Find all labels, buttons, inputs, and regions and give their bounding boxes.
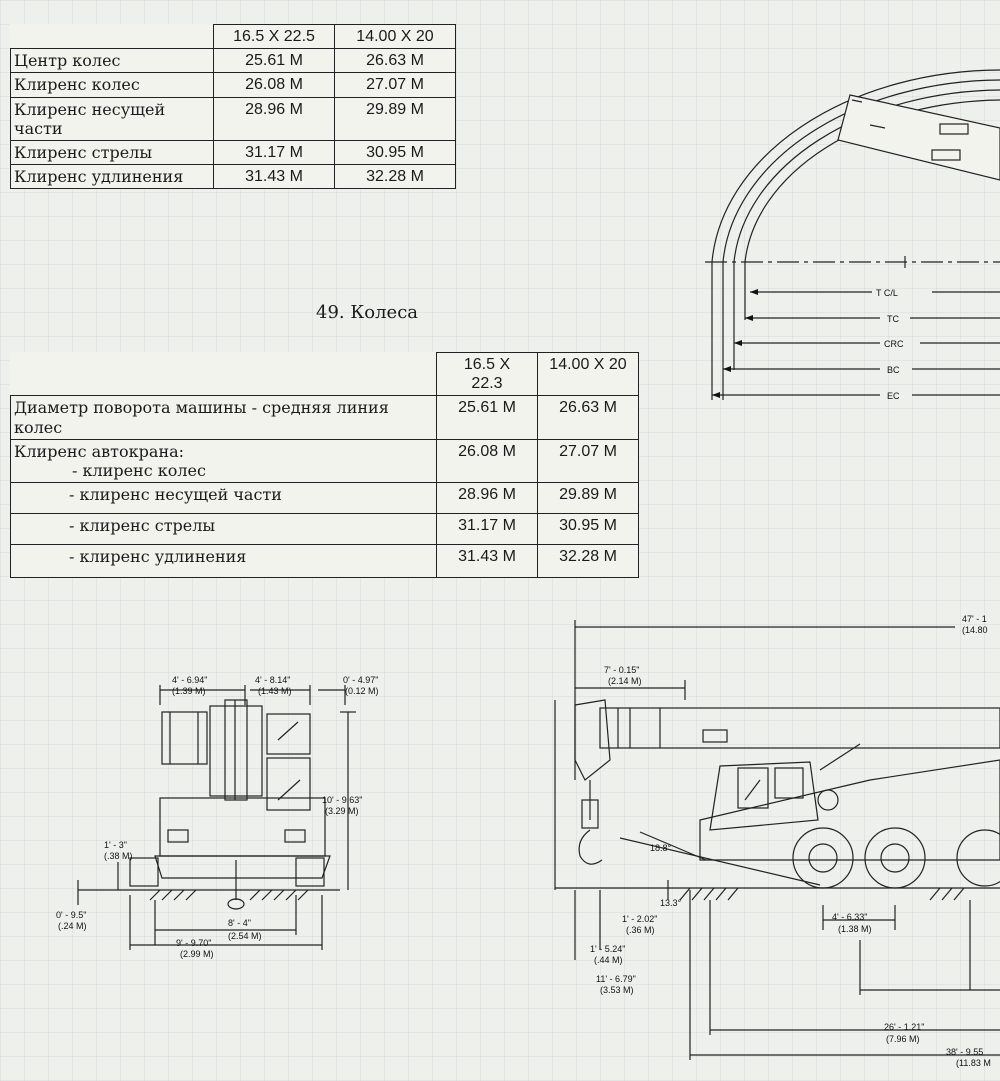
bc-label: BC (887, 365, 900, 375)
dim-label: (11.83 M (956, 1058, 991, 1068)
row-value-a: 26.08 M (213, 72, 335, 98)
ec-label: EC (887, 391, 900, 401)
dim-label: (.44 M) (594, 955, 623, 965)
table1-header-a: 16.5 X 22.5 (213, 23, 335, 50)
table-row: Диаметр поворота машины - средняя линия … (10, 395, 639, 440)
table-row: Клиренс колес 26.08 M 27.07 M (10, 72, 456, 98)
row-label: Клиренс автокрана: (14, 441, 185, 461)
table-row: Центр колес 25.61 M 26.63 M (10, 48, 456, 74)
row-value-a: 25.61 M (213, 48, 335, 74)
row-label: Диаметр поворота машины - средняя линия … (10, 395, 437, 440)
section-caption: 49. Колеса (316, 302, 419, 323)
table-row: - клиренс стрелы 31.17 M 30.95 M (10, 513, 639, 546)
turning-radius-diagram (705, 69, 1000, 400)
dim-label: (2.14 M) (608, 676, 642, 686)
row-value-b: 26.63 M (537, 395, 639, 440)
dim-label: 1' - 3" (104, 840, 127, 850)
dim-label: (3.53 M) (600, 985, 634, 995)
dim-label: 47' - 1 (962, 614, 987, 624)
dim-label: 4' - 8.14" (255, 675, 290, 685)
dim-label: 26' - 1.21" (884, 1022, 924, 1032)
row-value-a: 31.43 M (213, 164, 335, 190)
row-value-b: 32.28 M (334, 164, 456, 190)
table-row: Клиренс несущей части 28.96 M 29.89 M (10, 96, 456, 141)
crc-label: CRC (884, 339, 904, 349)
table-row: - клиренс удлинения 31.43 M 32.28 M (10, 544, 639, 579)
dim-label: 0' - 9.5" (56, 910, 86, 920)
crane-side-view (554, 620, 1000, 1060)
row-sublabel: - клиренс колес (72, 460, 206, 480)
row-value-a: 28.96 M (436, 482, 538, 515)
row-value-b: 26.63 M (334, 48, 456, 74)
dim-label: (1.43 M) (258, 686, 292, 696)
dim-label: (1.38 M) (838, 924, 872, 934)
dim-label: 4' - 6.33" (832, 912, 867, 922)
dim-label: (2.54 M) (228, 931, 262, 941)
dim-label: 13.3° (660, 898, 682, 908)
row-label: - клиренс удлинения (10, 544, 437, 579)
dim-label: 4' - 6.94" (172, 675, 207, 685)
dim-label: (0.12 M) (345, 686, 379, 696)
table2-header-b: 14.00 X 20 (537, 351, 639, 397)
row-label: Клиренс стрелы (10, 139, 214, 166)
row-label: - клиренс стрелы (10, 513, 437, 546)
tcl-label: T C/L (876, 288, 898, 298)
dim-label: 10' - 9.63" (322, 795, 362, 805)
dim-label: (14.80 (962, 625, 988, 635)
row-label: Клиренс удлинения (10, 164, 214, 190)
table-row: Клиренс автокрана: - клиренс колес 26.08… (10, 438, 639, 484)
dim-label: 8' - 4" (228, 918, 251, 928)
dim-label: (.24 M) (58, 921, 87, 931)
clearance-table-2: 16.5 X 22.3 14.00 X 20 Диаметр поворота … (10, 351, 639, 579)
dim-label: (.38 M) (104, 851, 133, 861)
dim-label: (3.29 M) (325, 806, 359, 816)
row-value-b: 32.28 M (537, 544, 639, 579)
dim-label: 0' - 4.97" (343, 675, 378, 685)
row-value-b: 27.07 M (537, 438, 639, 484)
dim-label: 9' - 9.70" (176, 938, 211, 948)
dim-label: 18.8° (650, 843, 672, 853)
clearance-table-1: 16.5 X 22.5 14.00 X 20 Центр колес 25.61… (10, 23, 456, 190)
row-value-a: 28.96 M (213, 96, 335, 141)
dim-label: 1' - 5.24" (590, 944, 625, 954)
dim-label: (1.39 M) (172, 686, 206, 696)
tc-label: TC (887, 314, 899, 324)
dim-label: 11' - 6.79" (596, 974, 636, 984)
dim-label: (2.99 M) (180, 949, 214, 959)
table-row: Клиренс удлинения 31.43 M 32.28 M (10, 164, 456, 190)
row-label: Клиренс несущей части (10, 96, 214, 141)
row-label: Центр колес (10, 48, 214, 74)
dim-label: 38' - 9.55 (946, 1047, 983, 1057)
row-value-a: 31.43 M (436, 544, 538, 579)
row-value-b: 27.07 M (334, 72, 456, 98)
row-value-b: 29.89 M (334, 96, 456, 141)
dim-label: (.36 M) (626, 925, 655, 935)
crane-front-view (77, 685, 356, 950)
dim-label: 1' - 2.02" (622, 914, 657, 924)
row-label: Клиренс колес (10, 72, 214, 98)
dim-label: (7.96 M) (886, 1034, 920, 1044)
row-value-b: 30.95 M (334, 139, 456, 166)
dim-label: 7' - 0.15" (604, 665, 639, 675)
